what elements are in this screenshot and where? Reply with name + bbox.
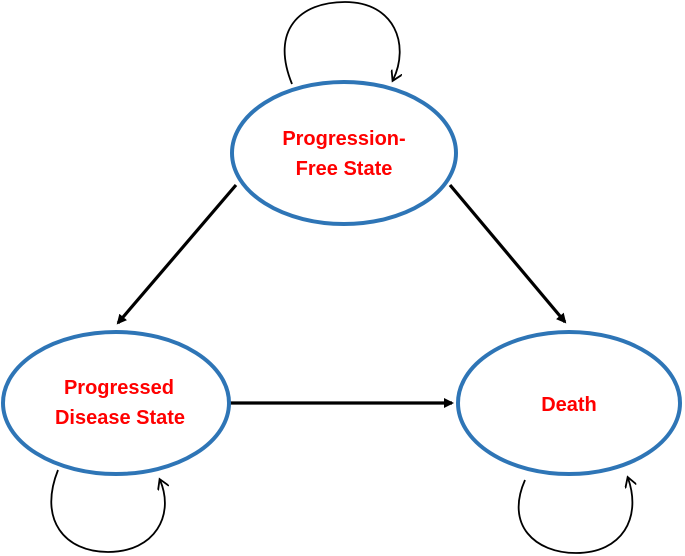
node-label-line: Progressed <box>64 377 174 399</box>
node-progressed-disease-state: Progressed Disease State <box>1 330 231 476</box>
arrow-progression-free-to-progressed <box>116 183 238 325</box>
node-label-line: Progression- <box>282 128 405 150</box>
arrow-progression-free-to-death <box>448 183 567 324</box>
self-loop-progressed-disease <box>50 469 165 553</box>
node-label: Death <box>541 394 597 416</box>
node-label-line: Disease State <box>55 407 185 429</box>
node-ellipse <box>456 330 682 476</box>
node-ellipse <box>1 330 231 476</box>
node-ellipse <box>230 80 458 226</box>
node-death: Death <box>456 330 682 476</box>
self-loop-death <box>517 478 633 554</box>
self-loop-progression-free <box>283 1 400 85</box>
node-label-line: Free State <box>296 158 393 180</box>
node-progression-free-state: Progression- Free State <box>230 80 458 226</box>
